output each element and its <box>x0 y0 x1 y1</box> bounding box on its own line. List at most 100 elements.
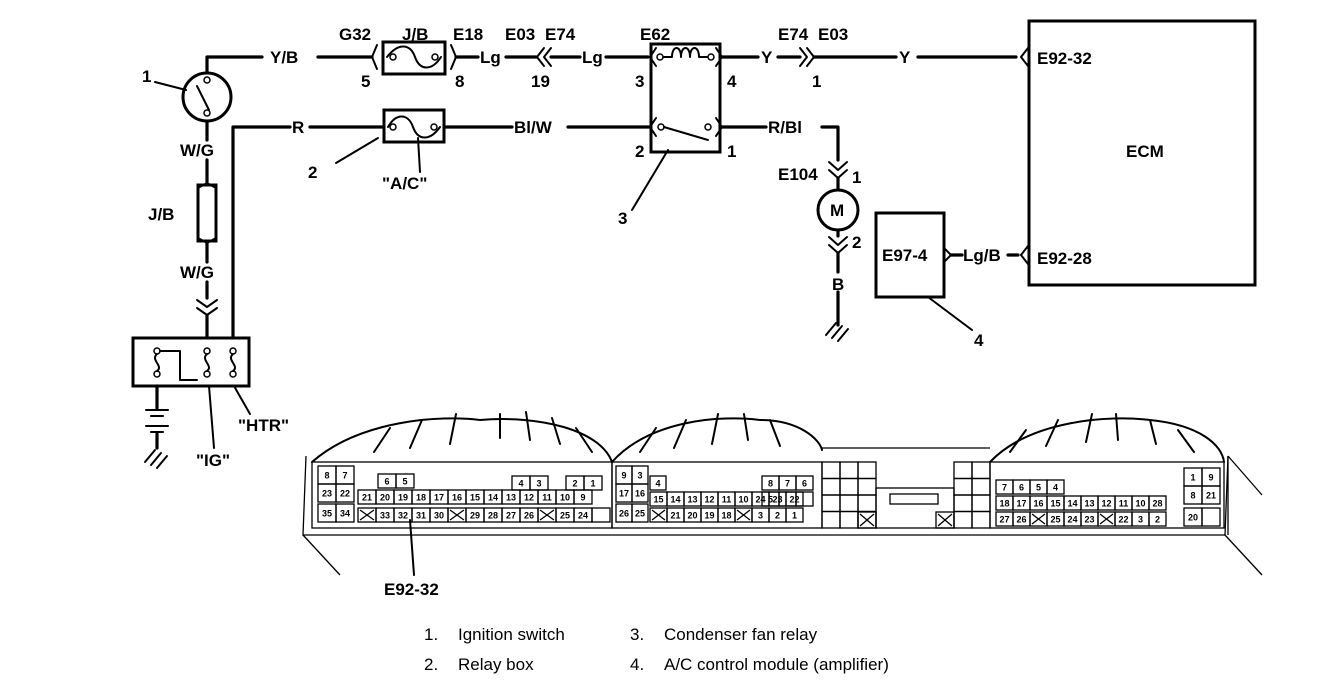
connector-cell <box>953 510 973 529</box>
pin-3: 3 <box>635 72 644 91</box>
connector-pin-number: 18 <box>416 493 426 503</box>
connector-cell <box>821 510 841 529</box>
connector-pin-number: 9 <box>580 493 585 503</box>
connector-pin-number: 3 <box>536 479 541 489</box>
unused-cavity-mark <box>736 509 751 521</box>
wire-y <box>720 47 1029 67</box>
wire-label-lg-b: Lg/B <box>963 246 1001 265</box>
connector-cell <box>971 461 991 480</box>
callout-1: 1 <box>142 67 151 86</box>
connector-pin-number: 24 <box>1067 515 1077 525</box>
connector-pin-number: 7 <box>785 479 790 489</box>
connector-cell <box>785 507 804 523</box>
unused-cavity-mark <box>1031 513 1046 525</box>
connector-pin-number: 11 <box>722 495 732 505</box>
connector-cell <box>839 477 859 496</box>
connector-pin-number: 11 <box>542 493 552 503</box>
legend-text: Relay box <box>458 655 534 674</box>
label-e97-4: E97-4 <box>882 246 928 265</box>
connector-pin-number: 27 <box>506 511 516 521</box>
legend-number: 2. <box>424 655 439 674</box>
wire-label-lg-2: Lg <box>582 48 603 67</box>
connector-cell <box>821 461 841 480</box>
connector-cell <box>889 493 939 505</box>
connector-pin-number: 5 <box>402 477 407 487</box>
connector-pin-number: 32 <box>398 511 408 521</box>
connector-cell <box>591 507 611 523</box>
connector-pin-number: 7 <box>342 471 347 481</box>
legend-item-relay-box: 2. Relay box <box>424 655 630 675</box>
wire-r-bl <box>720 125 848 192</box>
connector-pin-number: 3 <box>637 471 642 481</box>
wire-label-r-bl: R/Bl <box>768 118 802 137</box>
connector-cell <box>631 503 649 523</box>
connector-pin-number: 6 <box>1019 483 1024 493</box>
connector-cell <box>821 494 841 513</box>
connector-pin-number: 2 <box>1155 515 1160 525</box>
connector-pin-number: 1 <box>1190 473 1195 483</box>
ecm-box <box>1027 19 1257 287</box>
connector-pin-number: 13 <box>506 493 516 503</box>
connector-cell <box>1046 479 1065 495</box>
label-e03-b: E03 <box>818 25 848 44</box>
connector-pin-number: 28 <box>488 511 498 521</box>
connector-pin-number: 9 <box>1208 473 1213 483</box>
relay-box <box>335 108 446 173</box>
wire-label-lg-1: Lg <box>480 48 501 67</box>
legend-number: 3. <box>630 625 645 644</box>
label-ig: "IG" <box>196 451 230 470</box>
connector-pin-number: 15 <box>653 495 663 505</box>
connector-pin-number: 24 <box>755 495 765 505</box>
connector-cell <box>857 511 877 529</box>
connector-pin-number: 26 <box>1016 515 1026 525</box>
unused-cavity-mark <box>1099 513 1114 525</box>
label-e92-28: E92-28 <box>1037 249 1092 268</box>
legend-number: 4. <box>630 655 645 674</box>
connector-pin-number: 2 <box>572 479 577 489</box>
connector-pin-number: 8 <box>324 471 329 481</box>
connector-pin-number: 26 <box>619 509 629 519</box>
connector-pin-number: 21 <box>670 511 680 521</box>
pin-8: 8 <box>455 72 464 91</box>
connector-pin-number: 17 <box>619 489 629 499</box>
label-e104: E104 <box>778 165 818 184</box>
wire-r <box>231 125 386 347</box>
connector-pin-number: 17 <box>434 493 444 503</box>
wire-label-y-b: Y/B <box>270 48 298 67</box>
connector-pin-number: 18 <box>721 511 731 521</box>
connector-pin-number: 26 <box>524 511 534 521</box>
connector-pin-number: 10 <box>560 493 570 503</box>
connector-pin-number: 8 <box>768 479 773 489</box>
unused-cavity-mark <box>651 509 666 521</box>
connector-pin-number: 20 <box>1188 513 1198 523</box>
connector-cell <box>795 491 814 507</box>
label-jb-top: J/B <box>402 25 428 44</box>
connector-pin-number: 16 <box>1033 499 1043 509</box>
connector-cell <box>1148 495 1167 511</box>
connector-pin-number: 27 <box>999 515 1009 525</box>
callout-3: 3 <box>618 209 627 228</box>
motor-pin-2: 2 <box>852 233 861 252</box>
connector-pin-number: 10 <box>1135 499 1145 509</box>
connector-cell <box>583 475 603 491</box>
callout-3-leader <box>631 149 669 211</box>
connector-pin-number: 22 <box>789 495 799 505</box>
connector-pin-number: 14 <box>488 493 498 503</box>
wire-label-w-g-2: W/G <box>180 263 214 282</box>
ecm-label: ECM <box>1126 142 1164 161</box>
connector-cell <box>857 461 877 480</box>
legend-text: Condenser fan relay <box>664 625 818 644</box>
connector-cell <box>649 475 667 491</box>
connector-pin-number: 4 <box>518 479 523 489</box>
connector-cell <box>971 510 991 529</box>
wire-w-g <box>196 119 218 347</box>
connector-cell <box>839 494 859 513</box>
connector-pin-number: 29 <box>470 511 480 521</box>
connector-cell <box>857 494 877 513</box>
legend-row: 1. Ignition switch 3. Condenser fan rela… <box>424 620 964 650</box>
wire-label-w-g-1: W/G <box>180 141 214 160</box>
connector-cell <box>875 487 955 529</box>
